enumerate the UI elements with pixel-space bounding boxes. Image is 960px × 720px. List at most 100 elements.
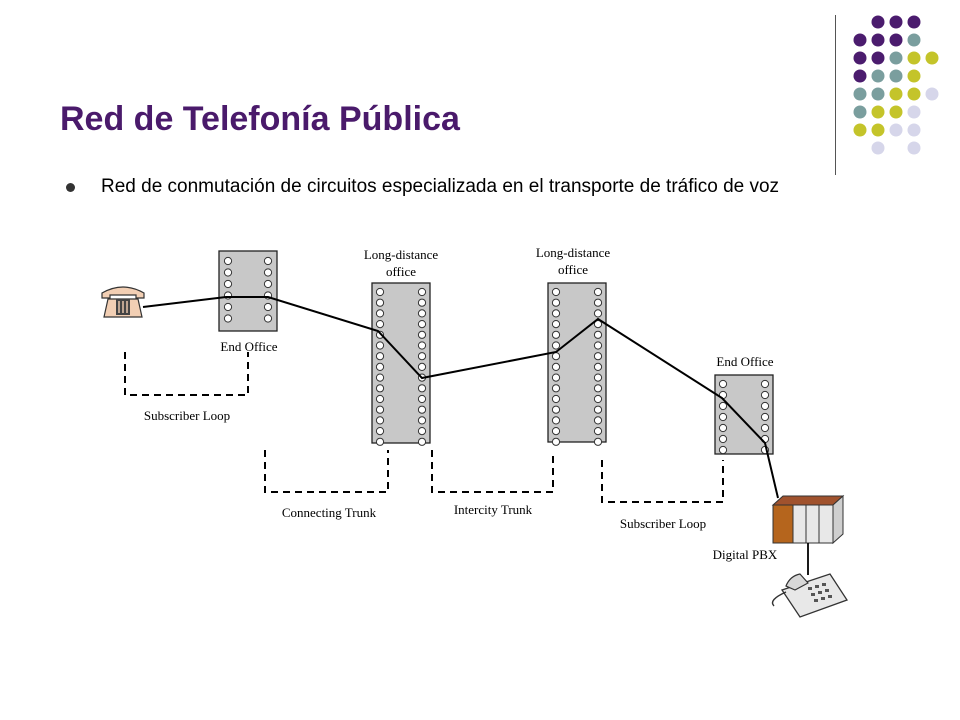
switch-port <box>760 379 770 389</box>
switch-port <box>593 405 603 414</box>
decorative-dot <box>871 87 885 101</box>
switch-port <box>593 298 603 307</box>
subscriber-loop-right-bracket <box>601 460 724 503</box>
switch-port <box>593 352 603 361</box>
switch-port <box>263 302 273 312</box>
decorative-dot <box>853 87 867 101</box>
switch-port <box>551 384 561 393</box>
switch-port <box>375 437 385 446</box>
switch-port <box>375 287 385 297</box>
switch-port <box>593 427 603 436</box>
decorative-dot <box>853 33 867 47</box>
switch-port <box>263 256 273 266</box>
switch-port <box>375 405 385 414</box>
long-distance-office-2-label-line2: office <box>558 262 588 277</box>
switch-port <box>551 405 561 414</box>
switch-port <box>417 320 427 329</box>
switch-port <box>551 298 561 307</box>
decorative-dot <box>853 123 867 137</box>
switch-port <box>417 384 427 393</box>
end-office-left <box>218 250 278 332</box>
decorative-dot <box>907 141 921 155</box>
switch-port <box>551 320 561 329</box>
switch-port <box>593 416 603 425</box>
end-office-right-label: End Office <box>716 354 773 369</box>
switch-port <box>417 309 427 318</box>
switch-port <box>551 341 561 350</box>
decorative-dot <box>907 87 921 101</box>
telephone-icon <box>101 286 145 318</box>
switch-port <box>551 309 561 318</box>
digital-pbx-label: Digital PBX <box>713 547 778 562</box>
switch-port <box>760 423 770 433</box>
intercity-trunk-label: Intercity Trunk <box>454 502 533 517</box>
decorative-dot <box>889 105 903 119</box>
switch-port <box>760 401 770 411</box>
decorative-dot <box>889 15 903 29</box>
slide-title: Red de Telefonía Pública <box>60 100 460 138</box>
decorative-dot <box>871 123 885 137</box>
switch-port <box>551 437 561 446</box>
switch-port <box>593 309 603 318</box>
switch-port <box>718 423 728 433</box>
switch-port <box>593 362 603 371</box>
decorative-dot <box>871 51 885 65</box>
intercity-trunk-bracket <box>431 450 554 493</box>
switch-port <box>718 379 728 389</box>
decorative-dot <box>925 51 939 65</box>
decorative-dot <box>889 87 903 101</box>
subscriber-loop-left-label: Subscriber Loop <box>144 408 230 423</box>
switch-port <box>417 330 427 339</box>
decorative-dot <box>853 69 867 83</box>
switch-port <box>375 341 385 350</box>
switch-port <box>718 401 728 411</box>
switch-port <box>551 427 561 436</box>
switch-port <box>593 373 603 382</box>
decorative-dot <box>907 15 921 29</box>
switch-port <box>417 362 427 371</box>
switch-port <box>551 394 561 404</box>
decorative-dot <box>871 141 885 155</box>
bullet-item: Red de conmutación de circuitos especial… <box>66 174 886 200</box>
connecting-trunk-bracket <box>264 450 389 493</box>
switch-port <box>375 330 385 339</box>
switch-port <box>375 320 385 329</box>
switch-port <box>718 445 728 455</box>
switch-port <box>718 434 728 444</box>
switch-port <box>223 268 233 277</box>
bullet-marker <box>66 183 75 192</box>
subscriber-loop-left-bracket <box>124 352 249 396</box>
long-distance-office-1-label: Long-distance <box>364 247 439 262</box>
switch-port <box>551 352 561 361</box>
decorative-dot <box>853 51 867 65</box>
switch-port <box>375 362 385 371</box>
switch-port <box>417 427 427 436</box>
switch-port <box>417 341 427 350</box>
switch-port <box>375 298 385 307</box>
switch-port <box>263 279 273 289</box>
switch-port <box>375 384 385 393</box>
switch-port <box>551 287 561 297</box>
decorative-dot <box>889 69 903 83</box>
switch-port <box>551 373 561 382</box>
decorative-dot <box>853 105 867 119</box>
decorative-dot <box>871 33 885 47</box>
switch-port <box>593 394 603 404</box>
desk-phone-icon <box>771 573 848 618</box>
long-distance-office-2 <box>547 282 607 446</box>
decorative-dot <box>907 105 921 119</box>
subscriber-loop-right-label: Subscriber Loop <box>620 516 706 531</box>
decorative-dot <box>889 51 903 65</box>
switch-port <box>417 352 427 361</box>
switch-port <box>223 302 233 312</box>
connecting-trunk-label: Connecting Trunk <box>282 505 377 520</box>
switch-port <box>375 352 385 361</box>
decorative-dot <box>871 15 885 29</box>
switch-port <box>593 341 603 350</box>
switch-port <box>417 287 427 297</box>
switch-port <box>417 416 427 425</box>
switch-port <box>417 437 427 446</box>
decorative-dot <box>925 87 939 101</box>
switch-port <box>551 416 561 425</box>
